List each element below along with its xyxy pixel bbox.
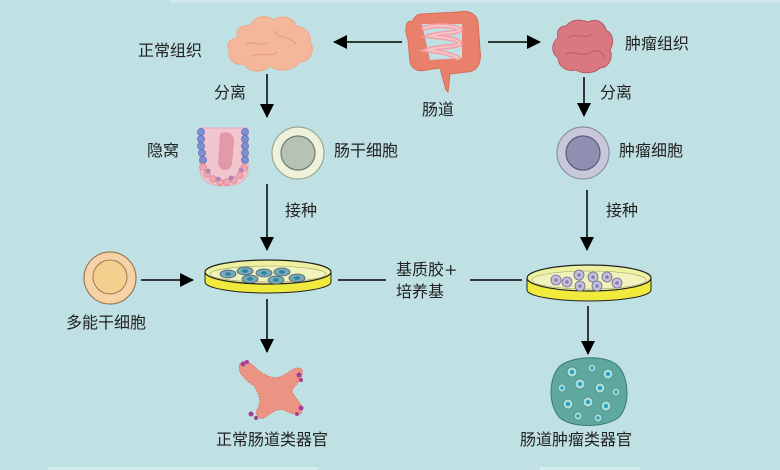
normal-organoid-icon bbox=[238, 360, 304, 420]
label-isolate-left: 分离 bbox=[214, 83, 247, 102]
label-pluripotent-stem-cell: 多能干细胞 bbox=[66, 313, 147, 332]
label-tumor-cell: 肿瘤细胞 bbox=[619, 141, 684, 160]
label-matrigel-line1: 基质胶+ bbox=[396, 260, 458, 279]
crypt-icon bbox=[197, 127, 249, 187]
tumor-tissue-icon bbox=[552, 19, 614, 74]
tumor-organoid-icon bbox=[550, 357, 628, 426]
culture-dish-tumor bbox=[526, 264, 652, 302]
label-matrigel-line2: 培养基 bbox=[396, 282, 445, 301]
label-intestine: 肠道 bbox=[422, 100, 455, 119]
bottom-border-band bbox=[540, 467, 640, 470]
label-seed-right: 接种 bbox=[606, 201, 639, 220]
top-border-band bbox=[170, 0, 780, 3]
label-tumor-tissue: 肿瘤组织 bbox=[625, 34, 690, 53]
label-isolate-right: 分离 bbox=[600, 83, 633, 102]
pluripotent-stem-cell-icon bbox=[83, 251, 137, 305]
label-normal-organoid: 正常肠道类器官 bbox=[216, 430, 329, 449]
label-normal-tissue: 正常组织 bbox=[138, 41, 203, 60]
label-tumor-organoid: 肠道肿瘤类器官 bbox=[520, 430, 633, 449]
label-seed-left: 接种 bbox=[285, 201, 318, 220]
bottom-border-band bbox=[48, 467, 318, 470]
culture-dish-normal bbox=[204, 259, 332, 294]
intestinal-stem-cell-icon bbox=[271, 126, 325, 180]
label-intestinal-stem-cell: 肠干细胞 bbox=[334, 141, 399, 160]
tumor-cell-icon bbox=[556, 126, 610, 180]
label-crypt: 隐窝 bbox=[147, 141, 180, 160]
intestine-icon bbox=[405, 10, 481, 94]
normal-tissue-icon bbox=[227, 16, 313, 72]
